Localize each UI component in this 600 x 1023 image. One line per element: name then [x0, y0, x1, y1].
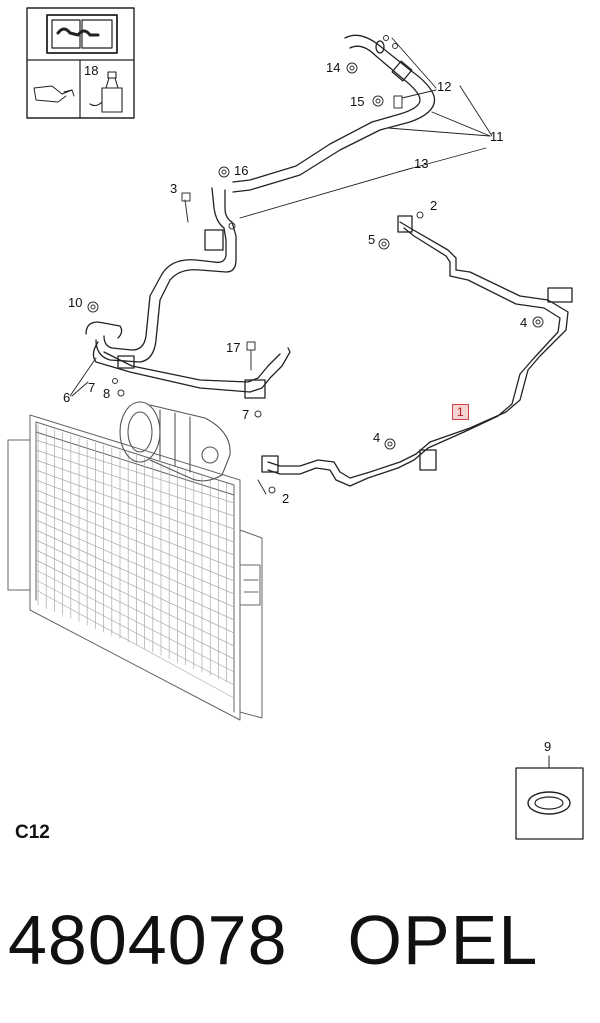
sealant-bottle-icon: [89, 71, 123, 113]
section-code: C12: [15, 822, 50, 843]
leader-lines: [69, 37, 493, 495]
parts-diagram: 1 2 2 3 4 4 5 6 7 7 8 9 10 11 12 13 14 1…: [7, 7, 584, 840]
hose-lines: [85, 34, 436, 399]
callout-9[interactable]: 9: [544, 739, 552, 754]
callout-3[interactable]: 3: [170, 181, 178, 196]
manual-book-icon: [46, 14, 118, 54]
footer: 4804078 OPEL: [8, 895, 538, 985]
item-9-box: [515, 755, 584, 840]
callout-15[interactable]: 15: [350, 94, 365, 109]
callout-12[interactable]: 12: [437, 79, 452, 94]
fluid-level-icon: [33, 85, 75, 103]
callout-18[interactable]: 18: [84, 63, 99, 78]
diagram-drawing: [7, 7, 584, 840]
reference-box: [26, 7, 135, 119]
callout-6[interactable]: 6: [63, 390, 71, 405]
callout-5[interactable]: 5: [368, 232, 376, 247]
small-parts: [87, 35, 544, 494]
callout-16[interactable]: 16: [234, 163, 249, 178]
callout-17[interactable]: 17: [226, 340, 241, 355]
callout-2[interactable]: 2: [282, 491, 290, 506]
callout-8[interactable]: 8: [103, 386, 111, 401]
callout-7[interactable]: 7: [88, 380, 96, 395]
compressor: [119, 401, 231, 482]
part-number: 4804078: [8, 901, 288, 979]
callout-4[interactable]: 4: [520, 315, 528, 330]
condenser: [7, 414, 263, 721]
callout-7[interactable]: 7: [242, 407, 250, 422]
callout-11[interactable]: 11: [490, 129, 504, 144]
callout-2[interactable]: 2: [430, 198, 438, 213]
callout-10[interactable]: 10: [68, 295, 83, 310]
callout-1[interactable]: 1: [452, 404, 469, 420]
brand-name: OPEL: [347, 901, 539, 979]
callout-4[interactable]: 4: [373, 430, 381, 445]
pipe-item-1: [261, 215, 573, 487]
callout-13[interactable]: 13: [414, 156, 429, 171]
callout-14[interactable]: 14: [326, 60, 341, 75]
